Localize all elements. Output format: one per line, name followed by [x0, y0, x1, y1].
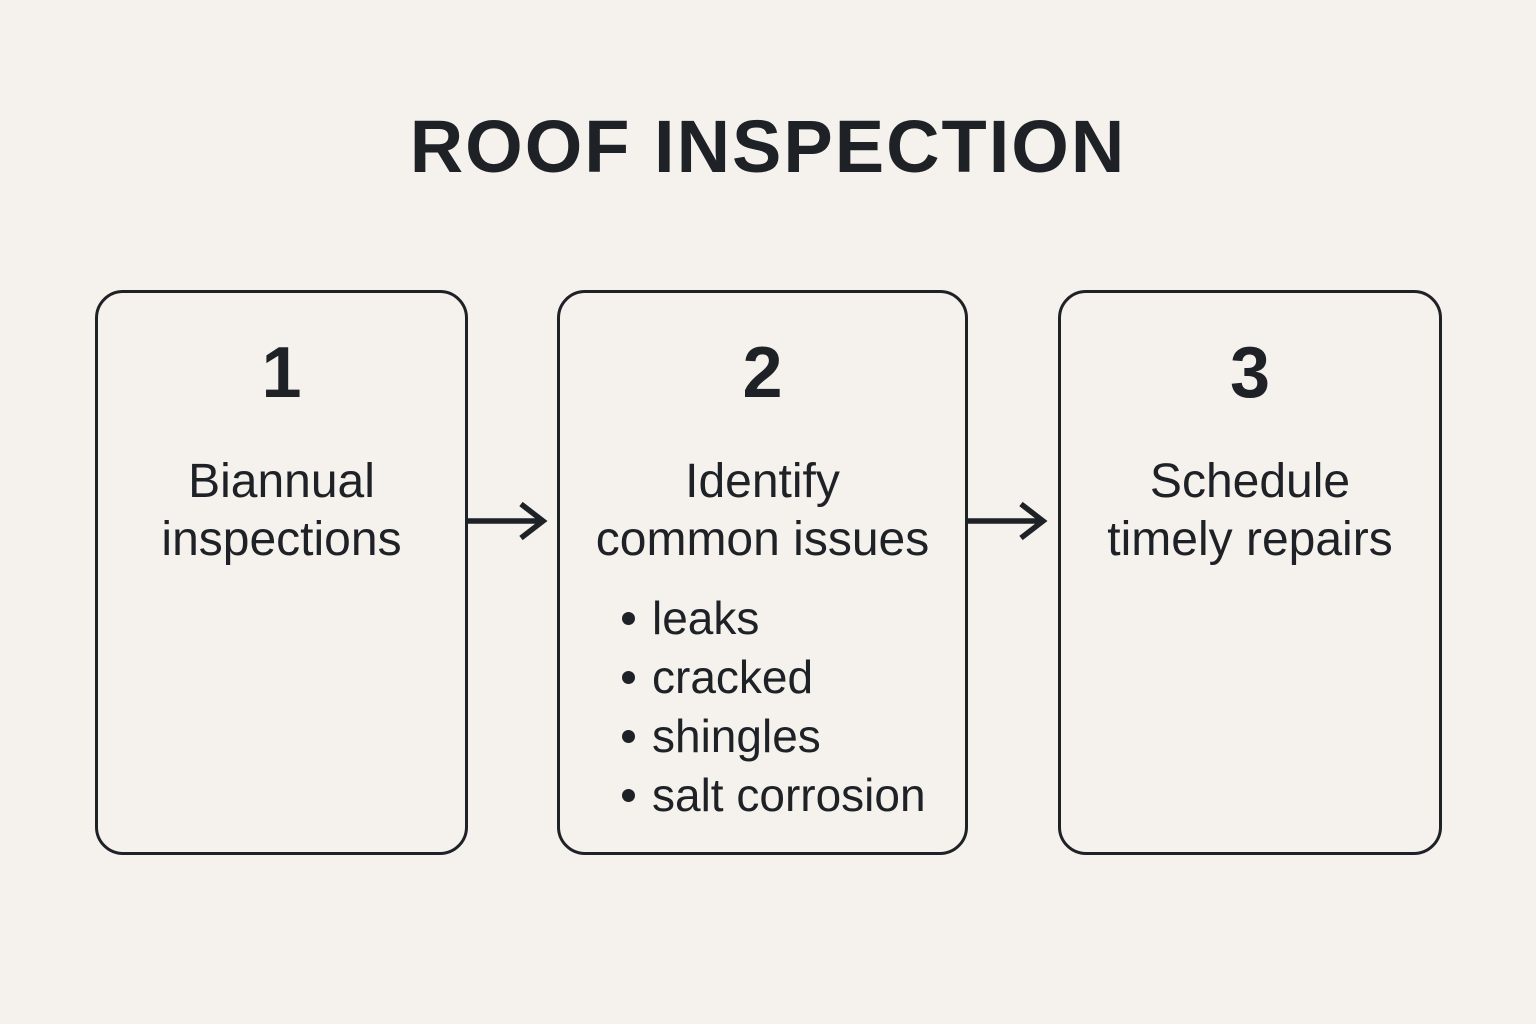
step-1-label-line-2: inspections [161, 513, 402, 566]
step-2-label: Identify common issues [560, 453, 965, 569]
step-2-label-line-2: common issues [595, 513, 930, 566]
step-3-number: 3 [1229, 333, 1271, 413]
list-item: shingles [622, 707, 965, 766]
step-2-number: 2 [742, 333, 783, 413]
list-item: leaks [622, 589, 965, 648]
common-issues-list: leaks cracked shingles salt corrosion [560, 589, 965, 825]
list-item: salt corrosion [622, 766, 965, 825]
list-item: cracked [622, 648, 965, 707]
step-2-label-line-1: Identify [685, 455, 840, 508]
step-1-number: 1 [261, 333, 302, 413]
step-1-label: Biannual inspections [98, 453, 465, 569]
step-card-1: 1 Biannual inspections [95, 290, 468, 855]
arrow-right-icon [466, 497, 550, 545]
step-1-label-line-1: Biannual [188, 455, 375, 508]
step-3-label: Schedule timely repairs [1061, 453, 1439, 569]
page-title: ROOF INSPECTION [409, 105, 1127, 188]
step-3-label-line-2: timely repairs [1107, 513, 1393, 566]
arrow-right-icon [966, 497, 1050, 545]
step-card-3: 3 Schedule timely repairs [1058, 290, 1442, 855]
step-3-label-line-1: Schedule [1149, 455, 1351, 508]
step-card-2: 2 Identify common issues leaks cracked s… [557, 290, 968, 855]
